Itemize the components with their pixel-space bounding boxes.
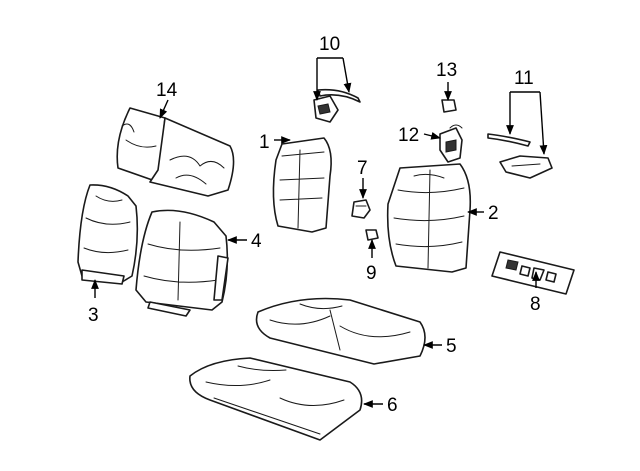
part-8-hardware-kit [491,251,575,295]
leader-10b [342,57,352,93]
part-1-seatback-frame [272,137,332,233]
leader-14 [159,99,169,119]
callout-10: 10 [319,34,340,55]
part-6-seat-base [189,357,363,441]
callout-11: 11 [514,68,534,89]
callout-1: 1 [259,132,270,153]
callout-7: 7 [357,158,368,179]
part-14-seatback-cover [116,107,235,197]
part-11-latch-wire [487,133,553,179]
part-3-left-seatback [77,184,139,285]
part-10-strap-bracket [313,88,361,123]
part-13-small-clip [441,99,457,113]
part-5-seat-cushion [255,297,426,365]
leader-12 [423,132,441,140]
leader-11b [539,91,548,155]
callout-4: 4 [251,231,262,252]
leader-lines [91,57,548,408]
callout-8: 8 [530,294,541,315]
callout-3: 3 [88,305,99,326]
part-2-right-seatback [386,163,472,273]
part-9-clip [365,229,379,241]
callout-2: 2 [488,203,499,224]
part-4-center-seatback [135,209,229,317]
callout-9: 9 [366,263,377,284]
callout-12: 12 [398,125,419,146]
callout-5: 5 [446,336,457,357]
callout-labels: 1 2 3 4 5 6 7 8 9 10 11 12 13 14 [88,34,541,416]
callout-13: 13 [436,60,457,81]
callout-14: 14 [156,80,178,101]
callout-6: 6 [387,395,398,416]
part-7-hook [351,199,371,219]
part-12-lock-mechanism [439,124,463,163]
